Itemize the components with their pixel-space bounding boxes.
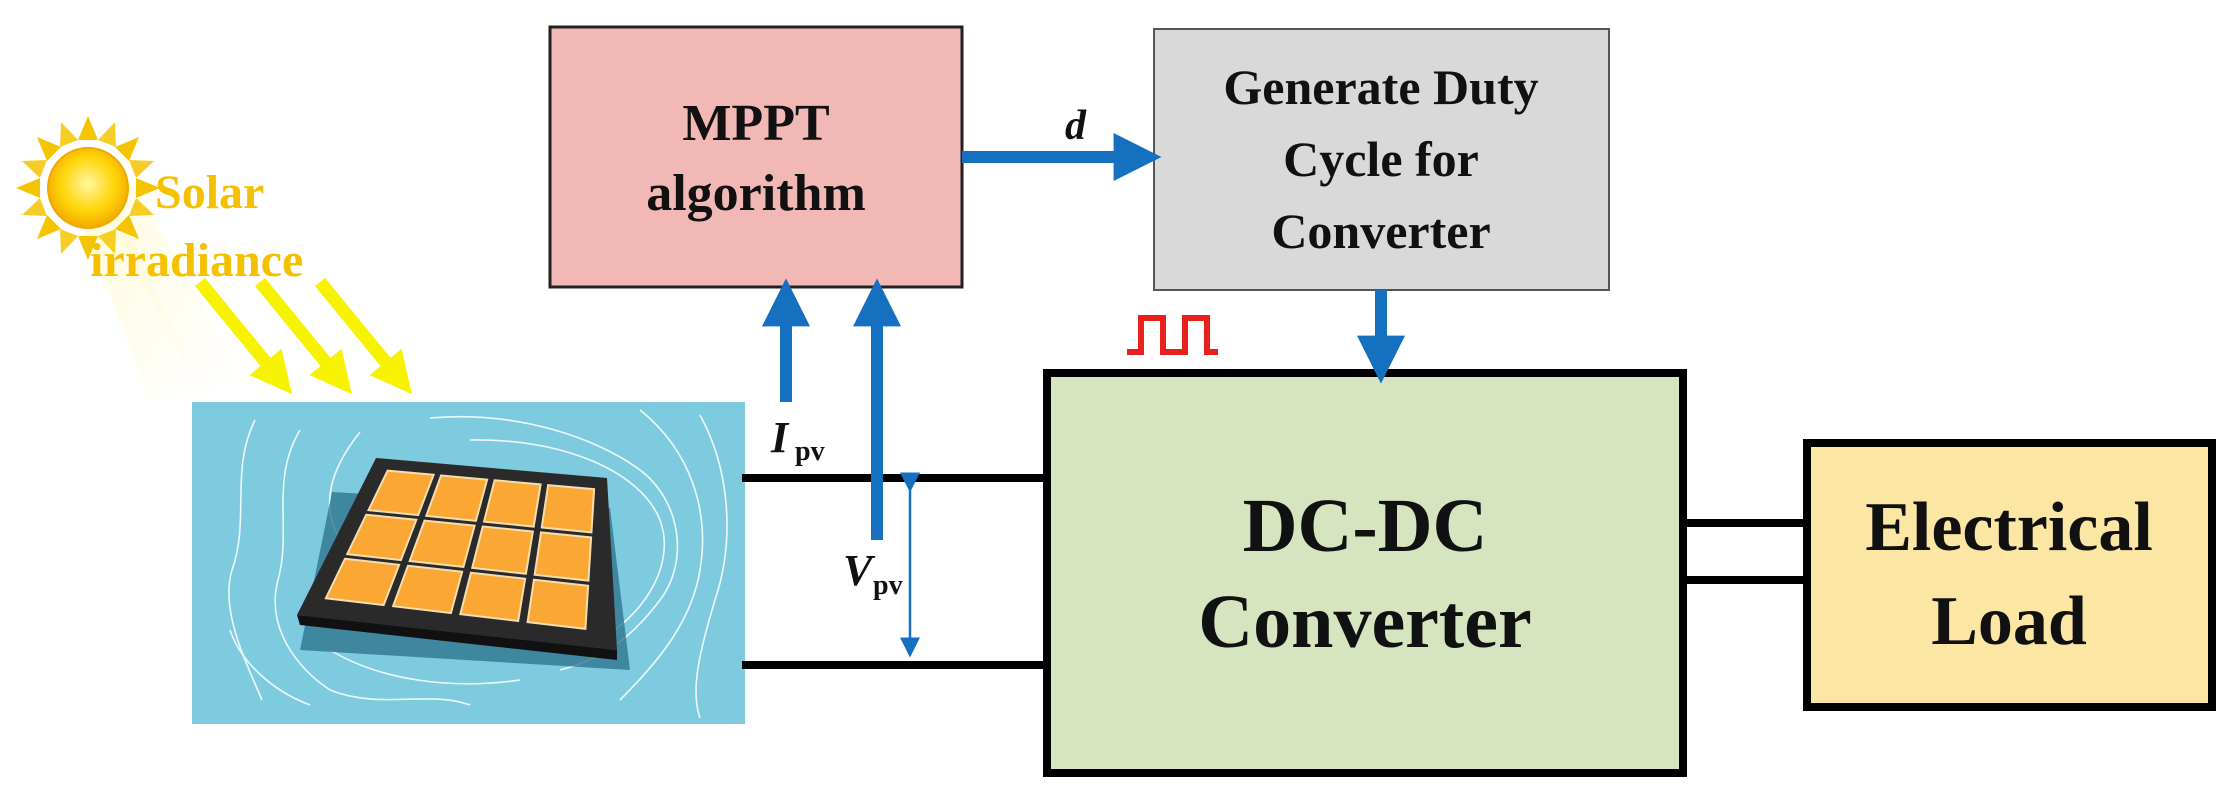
dc-dc-converter-box: DC-DC Converter — [1043, 369, 1687, 777]
sunlight-arrow-2 — [254, 277, 352, 395]
sunlight-arrows — [194, 277, 412, 395]
panel-cell — [408, 519, 476, 569]
mppt-box-rect — [548, 25, 964, 289]
solar-label-line2: irradiance — [90, 234, 303, 287]
mppt-label-line1: MPPT — [682, 95, 829, 152]
duty-label-line3: Converter — [1271, 203, 1490, 259]
sun-icon — [16, 116, 245, 400]
panel-cell — [324, 557, 401, 607]
duty-box-rect — [1153, 28, 1610, 291]
panel-frame-edge — [297, 615, 617, 660]
panel-cell — [366, 469, 436, 517]
current-subscript: pv — [795, 436, 825, 467]
floating-solar-panel-icon — [192, 402, 745, 724]
mppt-algorithm-box: MPPT algorithm — [548, 25, 964, 289]
panel-cells — [324, 469, 596, 631]
mppt-label-line2: algorithm — [646, 165, 866, 222]
panel-cell — [459, 571, 527, 623]
converter-box-rect — [1043, 369, 1687, 777]
current-pv-label: I pv — [770, 413, 825, 467]
panel-cell — [482, 479, 542, 528]
panel-cell — [533, 531, 593, 582]
panel-cell — [391, 564, 464, 615]
voltage-subscript: pv — [873, 570, 903, 601]
panel-cell — [345, 513, 418, 562]
duty-cycle-generator-box: Generate Duty Cycle for Converter — [1153, 28, 1610, 291]
current-symbol: I — [770, 413, 790, 462]
load-box-rect — [1803, 439, 2216, 711]
load-label-line2: Load — [1931, 583, 2087, 660]
load-label-line1: Electrical — [1865, 489, 2153, 566]
panel-cell — [526, 578, 590, 631]
voltage-pv-label: V pv — [843, 546, 903, 601]
water-ripples — [228, 409, 728, 719]
duty-label-line2: Cycle for — [1283, 131, 1479, 187]
voltage-symbol: V — [843, 546, 876, 595]
pwm-pulse-icon — [1127, 315, 1218, 355]
sunlight-arrow-1 — [194, 277, 292, 395]
converter-label-line2: Converter — [1198, 580, 1531, 664]
panel-cell — [424, 474, 489, 522]
solar-irradiance-label: Solar irradiance — [90, 166, 303, 287]
duty-cycle-symbol: d — [1065, 103, 1087, 149]
solar-label-line1: Solar — [155, 166, 264, 219]
signal-arrows — [762, 133, 1405, 540]
electrical-load-box: Electrical Load — [1803, 439, 2216, 711]
panel-cell — [540, 483, 596, 534]
converter-label-line1: DC-DC — [1243, 484, 1488, 568]
sunlight-arrow-3 — [314, 277, 412, 395]
panel-cell — [470, 525, 535, 575]
duty-label-line1: Generate Duty — [1223, 59, 1538, 115]
